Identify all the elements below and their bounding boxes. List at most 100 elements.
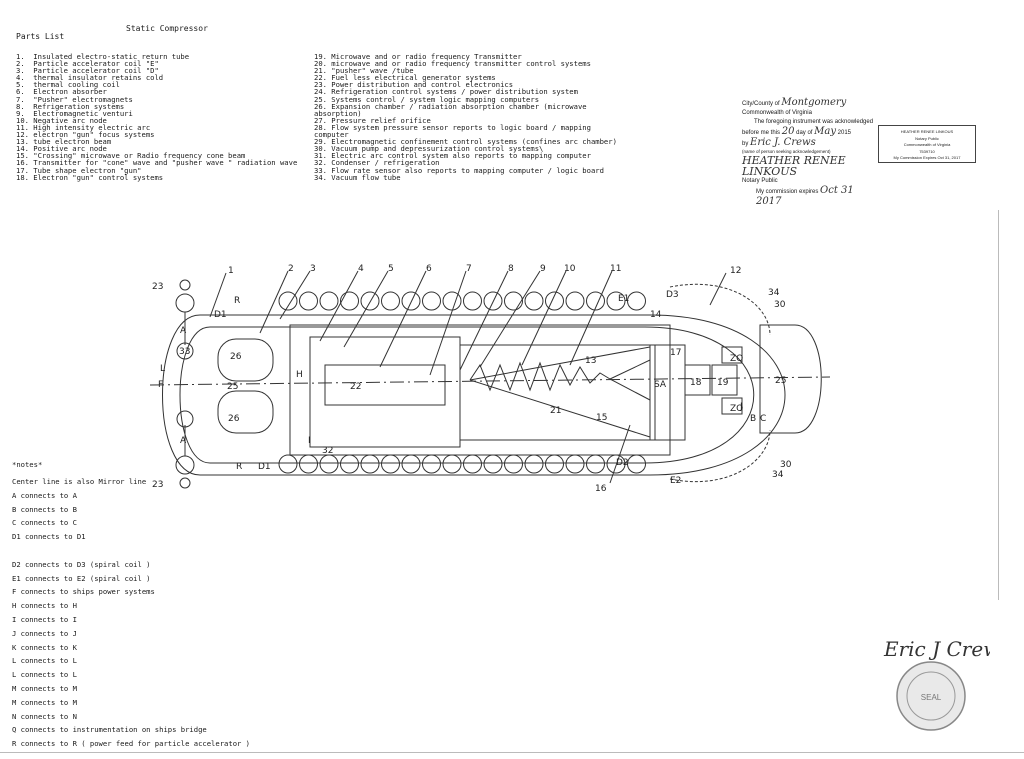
note-line: R connects to R ( power feed for particl… xyxy=(12,739,250,749)
commission-label: My commission expires xyxy=(756,189,819,195)
notary-stamp: HEATHER RENEE LINKOUS Notary Public Comm… xyxy=(878,125,976,163)
label-c: C xyxy=(760,414,766,424)
day-value: 20 xyxy=(781,126,795,137)
parts-list-item: 19. Microwave and or radio frequency Tra… xyxy=(314,52,522,61)
label-26b: 26 xyxy=(228,414,240,424)
accelerator-coil xyxy=(401,454,421,474)
label-14: 14 xyxy=(650,310,662,320)
parts-list-item: 21. "pusher" wave /tube xyxy=(314,66,414,76)
accelerator-coil xyxy=(504,291,523,311)
label-34: 34 xyxy=(768,288,780,298)
parts-list-item: 8. Refrigeration systems xyxy=(16,101,125,111)
label-22: 22 xyxy=(350,382,361,392)
label-19: 19 xyxy=(717,378,729,388)
day-of-label: day of xyxy=(796,130,813,136)
note-line: H connects to H xyxy=(12,601,77,611)
transmitter-box-top xyxy=(721,346,743,364)
by-value: Eric J. Crews xyxy=(750,137,816,148)
note-line: E1 connects to E2 (spiral coil ) xyxy=(12,573,151,583)
label-r-top: R xyxy=(234,296,240,306)
page-border-bottom xyxy=(0,752,1024,753)
commission-value: Oct 31 2017 xyxy=(756,185,854,207)
year-value: 2015 xyxy=(837,130,852,136)
accelerator-coil xyxy=(340,454,359,474)
county-label: City/County of xyxy=(742,101,780,107)
parts-list-item: 7. "Pusher" electromagnets xyxy=(16,94,133,104)
note-line: C connects to C xyxy=(12,518,77,528)
compressor-diagram: 1 2 3 4 5 6 7 8 9 10 11 12 13 14 15 16 1… xyxy=(149,264,830,494)
label-d2: D2 xyxy=(616,458,629,468)
label-21: 21 xyxy=(550,406,561,416)
label-b: B xyxy=(750,414,756,424)
label-a: A xyxy=(180,326,187,336)
accelerator-coil xyxy=(483,291,503,311)
transmitter-box-bottom xyxy=(721,397,743,415)
parts-list-item: absorption) xyxy=(314,108,362,118)
parts-list-item: 30. Vacuum pump and depressurization con… xyxy=(314,144,544,154)
arc-chamber xyxy=(459,344,656,441)
before-me-label: before me this xyxy=(742,130,781,136)
label-d1b: D1 xyxy=(258,462,271,472)
drawing-title: Static Compressor xyxy=(126,24,208,33)
label-e1: E1 xyxy=(618,294,629,304)
label-d3: D3 xyxy=(666,290,679,300)
label-i: I xyxy=(308,436,311,446)
parts-list-item: 1. Insulated electro-static return tube xyxy=(16,52,190,61)
stamp-commonwealth: Commonwealth of Virginia xyxy=(903,142,951,147)
parts-list-item: 34. Vacuum flow tube xyxy=(314,172,401,182)
label-sa: SA xyxy=(654,380,667,390)
parts-list-item: 18. Electron "gun" control systems xyxy=(16,172,164,182)
parts-list-item: 10. Negative arc node xyxy=(16,115,107,125)
label-1: 1 xyxy=(228,266,234,276)
label-34b: 34 xyxy=(772,470,784,480)
accelerator-coil xyxy=(278,454,298,474)
stamp-number: 7539710 xyxy=(919,148,935,154)
accelerator-coil xyxy=(586,454,605,474)
accelerator-coil xyxy=(360,454,380,474)
accelerator-coil xyxy=(545,291,564,311)
signature-text: Eric J Crews xyxy=(883,637,990,661)
parts-list-right: 19. Microwave and or radio frequency Tra… xyxy=(314,53,617,181)
label-9: 9 xyxy=(540,264,546,274)
note-line: M connects to M xyxy=(12,684,77,693)
note-line: Center line is also Mirror line xyxy=(12,477,147,486)
parts-list-item: 17. Tube shape electron "gun" xyxy=(16,165,142,175)
note-line: D2 connects to D3 (spiral coil ) xyxy=(12,559,151,569)
acknowledged-text: The foregoing instrument was acknowledge… xyxy=(754,119,874,125)
label-3: 3 xyxy=(310,264,316,274)
label-13: 13 xyxy=(585,356,596,366)
accelerator-coil xyxy=(381,291,400,311)
spiral-coil-top xyxy=(669,283,771,336)
stamp-notary: Notary Public xyxy=(915,135,939,141)
note-line: J connects to J xyxy=(12,628,77,638)
generator-housing xyxy=(324,364,446,406)
label-l: L xyxy=(160,364,165,374)
control-box-19 xyxy=(711,364,738,396)
accelerator-coil xyxy=(299,291,318,311)
parts-list-item: 33. Flow rate sensor also reports to map… xyxy=(314,165,604,175)
label-16: 16 xyxy=(595,484,607,494)
label-a-b: A xyxy=(180,436,187,446)
parts-list-item: 4. thermal insulator retains cold xyxy=(16,73,164,83)
seal-text: SEAL xyxy=(921,693,942,702)
main-chamber xyxy=(289,324,671,456)
return-tube-outline xyxy=(162,314,786,476)
label-r-bottom: R xyxy=(236,462,242,472)
flow-sensor-33 xyxy=(176,342,194,360)
accelerator-coil xyxy=(463,291,482,311)
label-4: 4 xyxy=(358,264,364,274)
author-signature: Eric J Crews xyxy=(883,637,990,661)
accelerator-coil xyxy=(278,291,298,311)
expansion-chamber-top xyxy=(217,338,274,382)
parts-list-item: 3. Particle accelerator coil "D" xyxy=(16,66,159,76)
parts-list-item: 24. Refrigeration control systems / powe… xyxy=(314,87,578,97)
accelerator-coil xyxy=(627,291,646,311)
accelerator-coil xyxy=(606,291,626,311)
note-line: M connects to M xyxy=(12,697,77,707)
parts-list-item: 6. Electron absorber xyxy=(16,87,107,97)
accelerator-coil xyxy=(483,454,503,474)
stamp-name: HEATHER RENEE LINKOUS xyxy=(900,129,954,134)
county-value: Montgomery xyxy=(781,97,847,108)
accelerator-coil xyxy=(504,454,523,474)
